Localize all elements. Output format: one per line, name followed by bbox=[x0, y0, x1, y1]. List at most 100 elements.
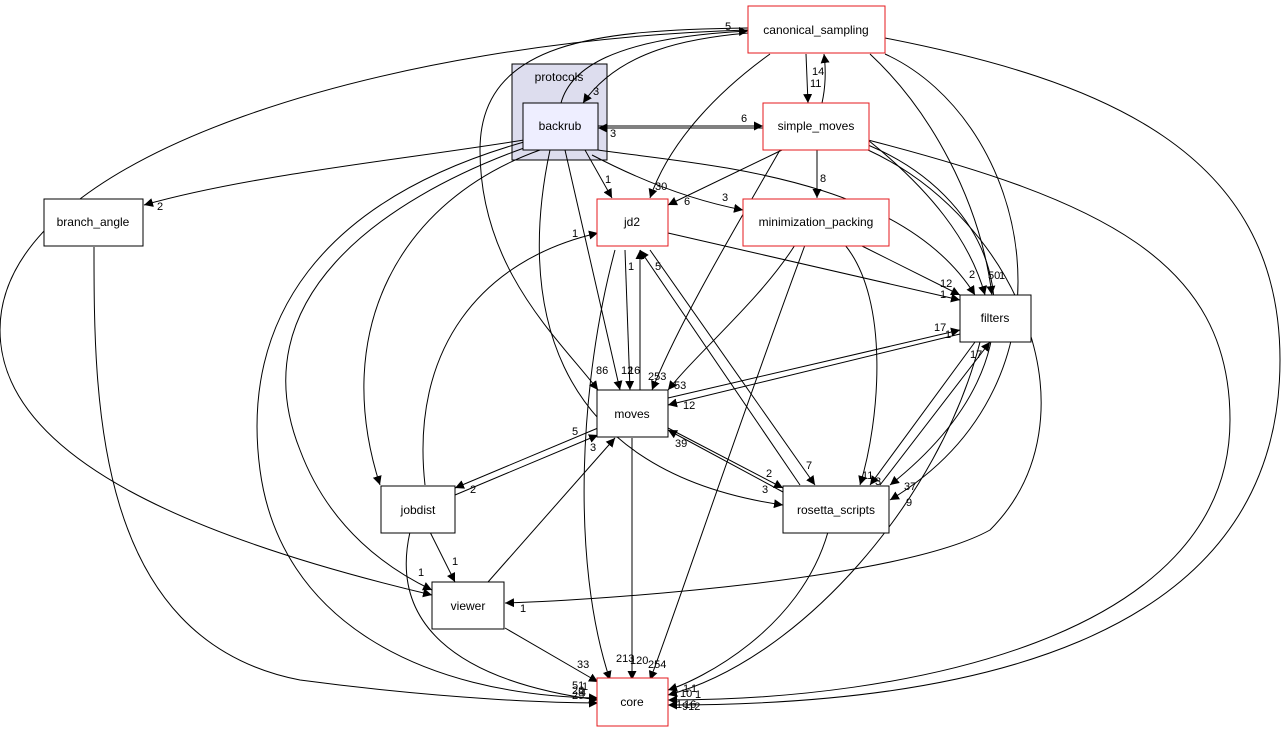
node-label: simple_moves bbox=[778, 119, 855, 133]
edge-label: 5 bbox=[572, 426, 578, 438]
edge-label: 2 bbox=[766, 468, 772, 480]
edge-simple_moves-canonical_sampling bbox=[820, 53, 830, 104]
edge-label: 1 bbox=[940, 289, 946, 301]
edge-label: 1 bbox=[683, 683, 689, 695]
edge-label: 5 bbox=[655, 261, 661, 273]
edge-label: 12 bbox=[621, 365, 633, 377]
node-filters[interactable]: filters bbox=[959, 294, 1032, 343]
node-core[interactable]: core bbox=[596, 677, 669, 727]
edge-minimization_packing-filters bbox=[859, 244, 961, 296]
edge-label: 1 bbox=[945, 329, 951, 341]
edge-label: 1 bbox=[520, 603, 526, 615]
node-backrub[interactable]: backrub bbox=[522, 102, 599, 151]
edge-moves-filters bbox=[667, 327, 961, 399]
edge-rosetta_scripts-moves bbox=[667, 429, 784, 493]
edge-label: 1 bbox=[418, 567, 424, 579]
edge-canonical_sampling-simple_moves bbox=[803, 53, 813, 104]
edge-viewer-core bbox=[504, 627, 599, 683]
node-minimization_packing[interactable]: minimization_packing bbox=[742, 198, 890, 247]
edge-label: 14 bbox=[812, 66, 824, 78]
edge-canonical_sampling-viewer bbox=[0, 29, 749, 598]
node-canonical_sampling[interactable]: canonical_sampling bbox=[747, 5, 886, 54]
edge-label: 912 bbox=[682, 701, 700, 713]
edge-jobdist-jd2 bbox=[422, 230, 599, 486]
edge-minimization_packing-rosetta_scripts bbox=[844, 244, 878, 486]
node-branch_angle[interactable]: branch_angle bbox=[43, 198, 144, 247]
edge-backrub-viewer bbox=[285, 147, 525, 591]
edge-label: 11 bbox=[810, 78, 821, 90]
edges bbox=[0, 26, 1281, 710]
edge-canonical_sampling-rosetta_scripts bbox=[884, 53, 1019, 501]
edge-label: 3 bbox=[875, 476, 881, 488]
edge-label: 50 bbox=[988, 270, 1000, 282]
edge-simple_moves-moves bbox=[651, 149, 781, 391]
edge-label: 16 bbox=[628, 365, 640, 377]
edge-rosetta_scripts-filters bbox=[879, 341, 991, 486]
edge-simple_moves-filters bbox=[867, 139, 987, 296]
edge-filters-moves bbox=[667, 333, 961, 408]
edge-label: 2 bbox=[969, 269, 975, 281]
edge-label: 10 bbox=[680, 688, 692, 700]
edge-backrub-minimization_packing bbox=[591, 154, 744, 213]
edge-simple_moves-core bbox=[667, 139, 1231, 705]
edge-jobdist-core bbox=[405, 531, 599, 704]
edge-simple_moves-rosetta_scripts bbox=[867, 144, 995, 486]
edge-canonical_sampling-backrub bbox=[582, 32, 749, 104]
edge-label: 1 bbox=[628, 261, 634, 273]
edge-label: 3 bbox=[593, 86, 599, 98]
edge-simple_moves-viewer bbox=[504, 149, 1042, 608]
node-label: jobdist bbox=[400, 503, 436, 517]
edge-backrub-canonical_sampling bbox=[560, 26, 749, 104]
edge-label: 53 bbox=[674, 380, 686, 392]
edge-label: 26 bbox=[572, 685, 584, 697]
cluster-label: protocols bbox=[535, 70, 584, 84]
edge-label: 12 bbox=[683, 400, 695, 412]
edge-label: 1 bbox=[676, 699, 682, 711]
edge-branch_angle-core bbox=[93, 246, 599, 708]
edge-label: 1 bbox=[582, 681, 588, 693]
edge-backrub-jd2 bbox=[584, 149, 613, 199]
node-label: filters bbox=[981, 311, 1010, 325]
edge-label: 1 bbox=[999, 270, 1005, 282]
edge-rosetta_scripts-jd2 bbox=[639, 249, 801, 486]
edge-backrub-moves bbox=[564, 149, 623, 391]
node-jd2[interactable]: jd2 bbox=[596, 198, 669, 247]
edge-backrub-core bbox=[256, 141, 599, 703]
edge-label: 120 bbox=[630, 655, 648, 667]
edge-label: 51 bbox=[572, 680, 584, 692]
edge-jd2-rosetta_scripts bbox=[649, 249, 816, 486]
edge-backrub-rosetta_scripts bbox=[538, 149, 784, 509]
edge-viewer-moves bbox=[487, 437, 616, 583]
edge-rosetta_scripts-core bbox=[667, 531, 829, 692]
edge-canonical_sampling-jd2 bbox=[648, 53, 771, 199]
edge-label: 86 bbox=[596, 365, 608, 377]
edge-label: 17 bbox=[934, 322, 946, 334]
node-moves[interactable]: moves bbox=[596, 389, 669, 438]
edge-jobdist-moves bbox=[454, 434, 599, 496]
edge-label: 253 bbox=[648, 371, 666, 383]
node-jobdist[interactable]: jobdist bbox=[380, 485, 456, 534]
edge-jobdist-viewer bbox=[429, 531, 456, 583]
edge-label: 1 bbox=[452, 556, 458, 568]
edge-label: 17 bbox=[970, 349, 982, 361]
node-simple_moves[interactable]: simple_moves bbox=[762, 102, 870, 151]
edge-label: 39 bbox=[675, 438, 687, 450]
edge-label: 213 bbox=[616, 653, 634, 665]
node-label: core bbox=[620, 695, 644, 709]
edge-canonical_sampling-core bbox=[667, 37, 1281, 710]
node-label: rosetta_scripts bbox=[797, 503, 875, 517]
edge-label: 12 bbox=[940, 278, 952, 290]
edge-label: 3 bbox=[590, 442, 596, 454]
edge-label: 16 bbox=[684, 699, 696, 711]
edge-label: 2 bbox=[157, 201, 163, 213]
node-rosetta_scripts[interactable]: rosetta_scripts bbox=[782, 485, 890, 534]
edge-label: 6 bbox=[741, 113, 747, 125]
nodes: canonical_sampling backrub simple_moves … bbox=[43, 5, 1032, 727]
edge-moves-rosetta_scripts bbox=[667, 427, 784, 489]
node-viewer[interactable]: viewer bbox=[431, 581, 505, 630]
edge-minimization_packing-moves bbox=[667, 244, 796, 391]
node-label: viewer bbox=[451, 599, 486, 613]
edge-label: 7 bbox=[806, 460, 812, 472]
node-label: backrub bbox=[539, 119, 582, 133]
